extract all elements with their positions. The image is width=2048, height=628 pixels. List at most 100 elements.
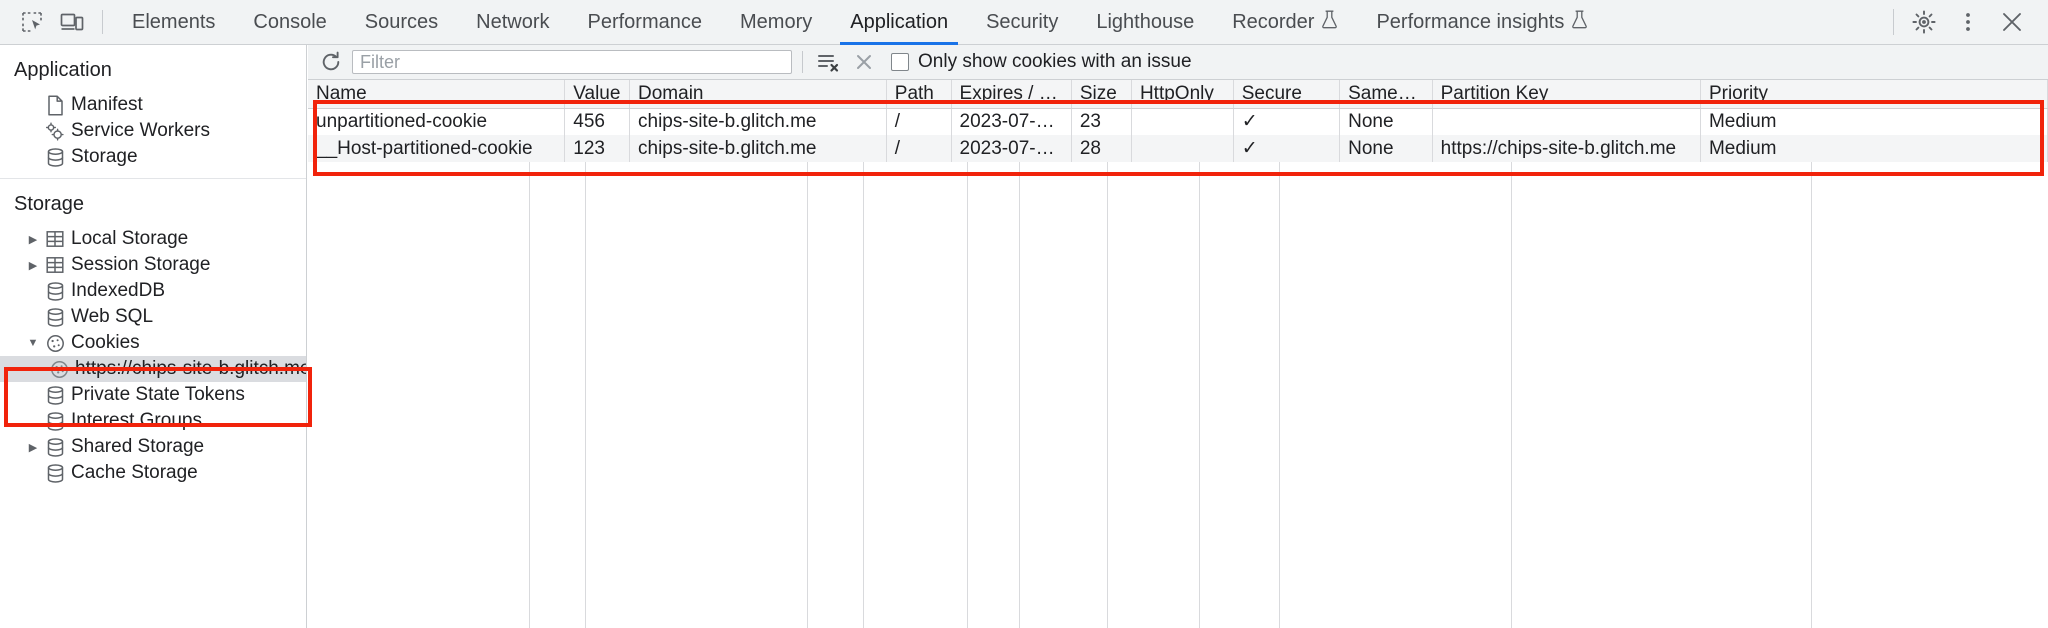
sidebar-item-interest-groups[interactable]: ▶ Interest Groups [0, 408, 306, 434]
sidebar-item-label: Storage [71, 146, 138, 167]
cell-samesite: None [1339, 135, 1433, 162]
tab-label: Security [986, 10, 1059, 33]
tabbar-actions [1893, 0, 2048, 45]
database-icon [42, 281, 68, 302]
column-header-name[interactable]: Name [308, 80, 566, 109]
database-icon [42, 147, 68, 168]
cell-expires: 2023-07-07… [951, 108, 1072, 135]
cell-httponly [1131, 108, 1234, 135]
cell-partition-key: https://chips-site-b.glitch.me [1432, 135, 1701, 162]
cell-value: 456 [564, 108, 631, 135]
tab-sources[interactable]: Sources [346, 0, 457, 45]
tabbar-actions-divider [1893, 9, 1894, 35]
database-icon [42, 385, 68, 406]
sidebar-item-cache-storage[interactable]: ▶ Cache Storage [0, 460, 306, 486]
tab-label: Console [253, 10, 327, 33]
clear-all-icon[interactable] [849, 47, 879, 77]
gears-icon [42, 121, 68, 142]
sidebar-item-private-state-tokens[interactable]: ▶ Private State Tokens [0, 382, 306, 408]
sidebar-item-cookies[interactable]: ▼ Cookies [0, 330, 306, 356]
tab-label: Recorder [1232, 10, 1315, 33]
empty-table-body [308, 162, 2048, 628]
column-header-priority[interactable]: Priority [1700, 80, 2048, 109]
refresh-icon[interactable] [316, 47, 346, 77]
devtools-tabbar: Elements Console Sources Network Perform… [0, 0, 2048, 45]
sidebar-item-label: Web SQL [71, 306, 154, 327]
column-header-value[interactable]: Value [564, 80, 631, 109]
tab-performance-insights[interactable]: Performance insights [1357, 0, 1607, 45]
cell-path: / [886, 135, 952, 162]
sidebar-item-storage[interactable]: ▶ Storage [0, 144, 306, 170]
settings-gear-icon[interactable] [1902, 0, 1946, 45]
sidebar-item-label: Local Storage [71, 228, 189, 249]
tab-label: Lighthouse [1096, 10, 1195, 33]
sidebar-item-label: Service Workers [71, 120, 211, 141]
database-icon [42, 307, 68, 328]
tab-elements[interactable]: Elements [113, 0, 234, 45]
column-header-samesite[interactable]: SameSite [1339, 80, 1433, 109]
tab-lighthouse[interactable]: Lighthouse [1077, 0, 1213, 45]
only-issues-label: Only show cookies with an issue [918, 51, 1192, 72]
tab-security[interactable]: Security [967, 0, 1077, 45]
sidebar-item-label: Cookies [71, 332, 140, 353]
sidebar-item-label: Cache Storage [71, 462, 198, 483]
tab-label: Elements [132, 10, 216, 33]
clear-filter-icon[interactable] [813, 47, 843, 77]
sidebar-item-shared-storage[interactable]: ▶ Shared Storage [0, 434, 306, 460]
sidebar-item-session-storage[interactable]: ▶ Session Storage [0, 252, 306, 278]
column-header-partition-key[interactable]: Partition Key [1432, 80, 1701, 109]
cell-secure: ✓ [1233, 135, 1341, 162]
storage-section: Storage ▶ Local Storage ▶ Session Stora [0, 179, 306, 486]
column-header-domain[interactable]: Domain [629, 80, 887, 109]
application-sidebar: Application ▶ Manifest ▶ [0, 45, 307, 628]
sidebar-item-label: Session Storage [71, 254, 211, 275]
column-header-secure[interactable]: Secure [1233, 80, 1341, 109]
tab-recorder[interactable]: Recorder [1213, 0, 1357, 45]
sidebar-item-service-workers[interactable]: ▶ Service Workers [0, 118, 306, 144]
sidebar-item-cookie-origin[interactable]: https://chips-site-b.glitch.me [0, 356, 306, 382]
column-header-path[interactable]: Path [886, 80, 952, 109]
sidebar-item-local-storage[interactable]: ▶ Local Storage [0, 226, 306, 252]
cell-httponly [1131, 135, 1234, 162]
tab-memory[interactable]: Memory [721, 0, 831, 45]
chevron-right-icon[interactable]: ▶ [28, 259, 38, 272]
cell-secure: ✓ [1233, 108, 1341, 135]
sidebar-item-web-sql[interactable]: ▶ Web SQL [0, 304, 306, 330]
column-header-size[interactable]: Size [1071, 80, 1132, 109]
panel-tabs: Elements Console Sources Network Perform… [113, 0, 1607, 45]
chevron-right-icon[interactable]: ▶ [28, 233, 38, 246]
cookie-icon [42, 333, 68, 354]
table-row[interactable]: unpartitioned-cookie 456 chips-site-b.gl… [308, 108, 2048, 135]
only-issues-checkbox[interactable] [891, 53, 909, 71]
tab-label: Memory [740, 10, 813, 33]
filter-input[interactable]: Filter [352, 50, 792, 74]
chevron-right-icon[interactable]: ▶ [28, 441, 38, 454]
column-header-httponly[interactable]: HttpOnly [1131, 80, 1234, 109]
cell-name: unpartitioned-cookie [308, 108, 566, 135]
sidebar-item-indexeddb[interactable]: ▶ IndexedDB [0, 278, 306, 304]
chevron-down-icon[interactable]: ▼ [27, 337, 39, 349]
cell-partition-key [1432, 108, 1701, 135]
storage-section-title: Storage [14, 193, 85, 215]
tabbar-divider [102, 10, 103, 34]
cookies-table-container: Name Value Domain Path Expires / M… Size… [308, 80, 2048, 628]
tab-performance[interactable]: Performance [569, 0, 722, 45]
tab-application[interactable]: Application [831, 0, 967, 45]
more-options-kebab-icon[interactable] [1946, 0, 1990, 45]
only-issues-checkbox-row[interactable]: Only show cookies with an issue [891, 51, 1192, 73]
tab-label: Performance [587, 10, 703, 33]
tab-network[interactable]: Network [457, 0, 568, 45]
sidebar-item-manifest[interactable]: ▶ Manifest [0, 92, 306, 118]
cookies-table: Name Value Domain Path Expires / M… Size… [308, 80, 2048, 162]
column-header-expires[interactable]: Expires / M… [951, 80, 1072, 109]
close-devtools-icon[interactable] [1990, 0, 2034, 45]
device-toolbar-icon[interactable] [52, 0, 92, 45]
toolbar-divider [802, 51, 803, 73]
cell-priority: Medium [1700, 135, 2048, 162]
inspect-element-icon[interactable] [12, 0, 52, 45]
cookies-toolbar: Filter Only show cookies with an issue [308, 45, 2048, 80]
cell-domain: chips-site-b.glitch.me [629, 108, 887, 135]
sidebar-item-label: Private State Tokens [71, 384, 245, 405]
table-row[interactable]: __Host-partitioned-cookie 123 chips-site… [308, 135, 2048, 162]
tab-console[interactable]: Console [234, 0, 345, 45]
